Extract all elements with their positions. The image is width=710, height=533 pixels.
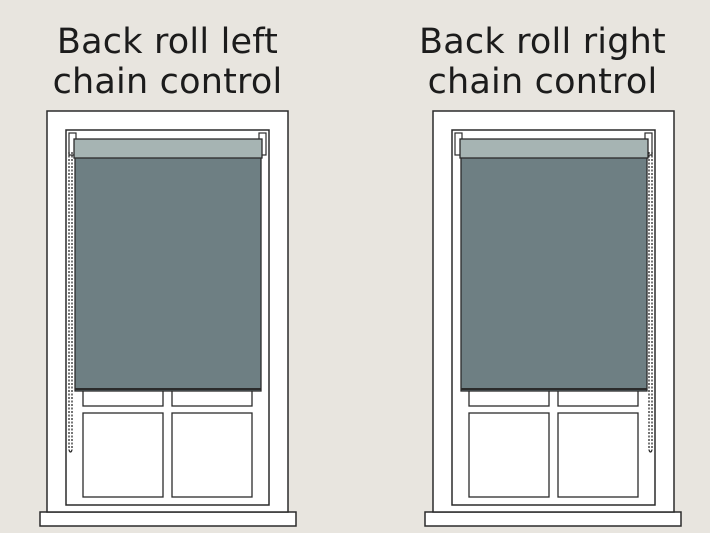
window-pane [171, 412, 253, 498]
window-pane [82, 412, 164, 498]
window-pane [557, 412, 639, 498]
window-pane [557, 389, 639, 407]
control-chain [68, 152, 73, 453]
window-sill [39, 511, 297, 527]
window-pane [82, 389, 164, 407]
window-pane [468, 389, 550, 407]
blind-fabric [74, 156, 262, 392]
blind-cassette [459, 138, 649, 159]
panel-title: Back roll left chain control [0, 22, 335, 102]
title-line-1: Back roll right [419, 22, 666, 62]
window-pane [468, 412, 550, 498]
blind-cassette [73, 138, 263, 159]
blind-fabric [460, 156, 648, 392]
window-pane [171, 389, 253, 407]
window-blind-illustration [424, 110, 682, 527]
panel-back-roll-left: Back roll left chain control [0, 22, 335, 527]
panel-title: Back roll right chain control [375, 22, 710, 102]
title-line-2: chain control [52, 62, 283, 102]
window-sill [424, 511, 682, 527]
title-line-2: chain control [427, 62, 658, 102]
control-chain [648, 152, 653, 453]
panel-back-roll-right: Back roll right chain control [355, 0, 710, 533]
title-line-1: Back roll left [56, 22, 279, 62]
window-blind-illustration [39, 110, 297, 527]
